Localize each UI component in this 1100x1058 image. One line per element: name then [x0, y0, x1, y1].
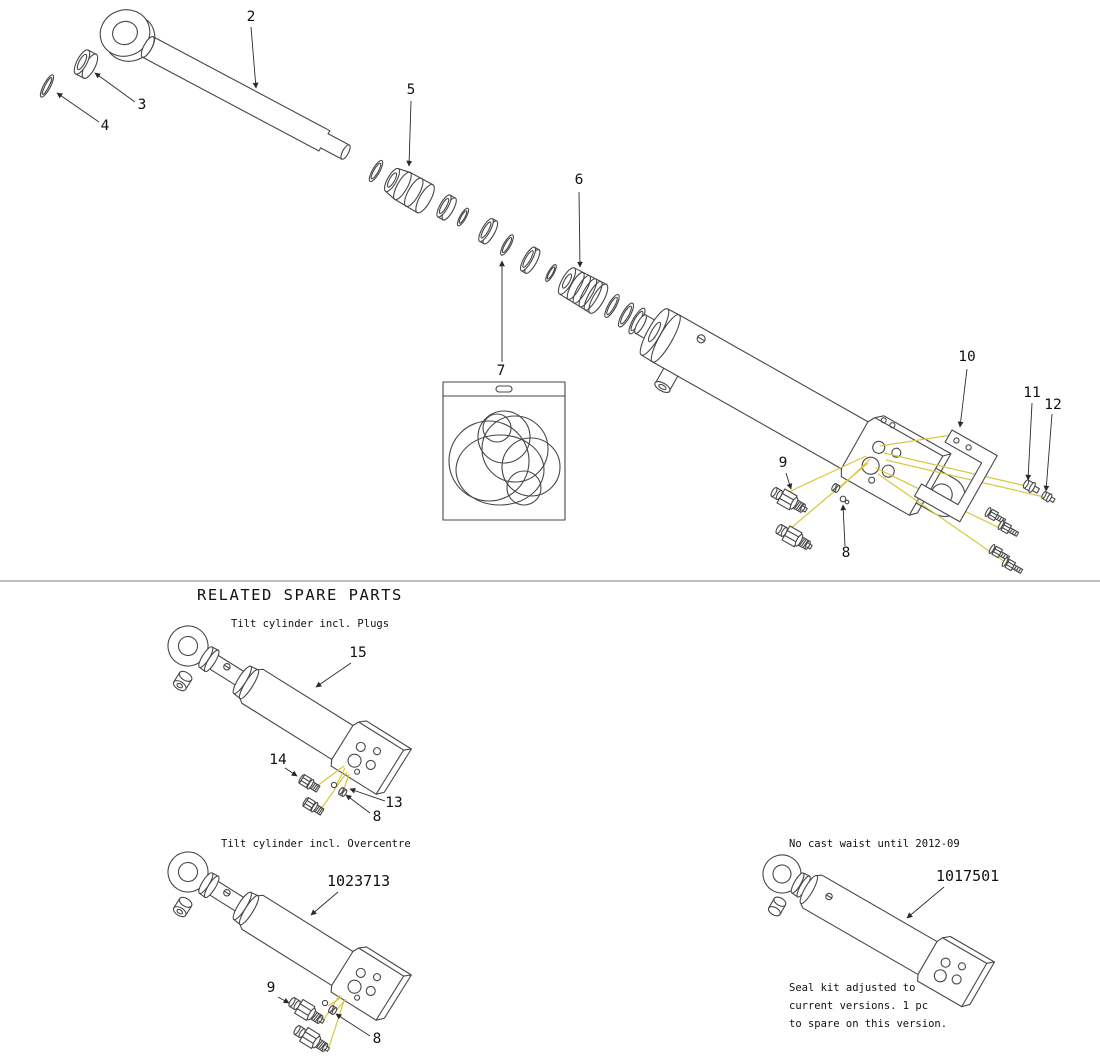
cylinder-tube [634, 308, 966, 517]
related-spare-parts-heading: RELATED SPARE PARTS [197, 586, 403, 604]
section-no-cast-waist-title: No cast waist until 2012-09 [789, 838, 960, 850]
seal-ring [436, 194, 457, 221]
ring-8b [327, 1004, 339, 1016]
seal-kit-note-line-1: Seal kit adjusted to [789, 982, 915, 994]
seal-ring [545, 264, 557, 282]
seal-ring [617, 302, 635, 328]
oring [604, 293, 620, 319]
seal-kit-note-line-2: current versions. 1 pc [789, 1000, 928, 1012]
callout-11: 11 [1023, 385, 1040, 401]
plug-11 [1022, 479, 1040, 494]
callout-15: 15 [349, 645, 366, 661]
piston-6 [557, 267, 609, 314]
washer-8b [321, 999, 329, 1007]
part-number-leader [906, 886, 945, 919]
bushing-3 [73, 49, 99, 79]
washer-13 [330, 781, 338, 789]
seal-ring [519, 246, 541, 274]
part-number-1017501: 1017501 [936, 867, 999, 885]
section-overcentre: Tilt cylinder incl. Overcentre 1023713 9… [148, 834, 412, 1057]
callout-lines [284, 662, 386, 814]
callout-8-overcentre: 8 [373, 1031, 382, 1047]
gland-5 [383, 167, 435, 214]
exploded-view: 2 3 4 5 6 7 9 8 10 11 12 [39, 9, 1062, 577]
callout-lines [56, 26, 1053, 547]
seal-ring [368, 159, 384, 183]
section-no-cast-waist: No cast waist until 2012-09 1017501 Seal… [745, 837, 999, 1030]
part-number-1023713: 1023713 [327, 872, 390, 890]
valve-9-upper [767, 483, 811, 518]
seal-kit-package-7 [442, 381, 566, 521]
tilt-cylinder-overcentre-drawing [148, 834, 412, 1038]
bracket-10 [914, 429, 998, 523]
callout-14: 14 [269, 752, 287, 768]
callout-2: 2 [247, 9, 256, 25]
callout-9-overcentre: 9 [267, 980, 276, 996]
plug-12 [1041, 491, 1056, 503]
overcentre-valve-upper [285, 993, 329, 1029]
section-overcentre-title: Tilt cylinder incl. Overcentre [221, 838, 411, 850]
callout-13: 13 [385, 795, 402, 811]
section-plugs: Tilt cylinder incl. Plugs 15 14 8 13 [148, 608, 412, 825]
part-number-leader [310, 891, 339, 916]
leader-lines [779, 433, 1045, 572]
plug-14-upper [297, 772, 322, 795]
callout-12: 12 [1044, 397, 1061, 413]
callout-4: 4 [101, 118, 110, 134]
fitting-8a [830, 482, 842, 494]
rod-eye [99, 9, 156, 62]
callout-8: 8 [842, 545, 851, 561]
screw-b [996, 519, 1021, 540]
callout-lines [277, 996, 371, 1037]
screw-d [1000, 556, 1025, 577]
seal-ring [456, 207, 470, 227]
overcentre-valve-lower [290, 1021, 334, 1057]
callout-9: 9 [779, 455, 788, 471]
callout-6: 6 [575, 172, 584, 188]
callout-7: 7 [497, 363, 506, 379]
callout-8-plugs: 8 [373, 809, 382, 825]
seal-ring [478, 217, 499, 245]
fitting-8b [839, 495, 850, 505]
seal-kit-note-line-3: to spare on this version. [789, 1018, 947, 1030]
tilt-cylinder-plugs-drawing [148, 608, 412, 812]
plug-14-lower [301, 795, 326, 818]
callout-10: 10 [958, 349, 975, 365]
piston-rod [140, 36, 351, 160]
valve-9-lower [772, 520, 816, 555]
section-plugs-title: Tilt cylinder incl. Plugs [231, 618, 389, 630]
seal-ring [500, 234, 514, 256]
callout-3: 3 [138, 97, 147, 113]
callout-5: 5 [407, 82, 416, 98]
oring-4 [39, 74, 55, 98]
